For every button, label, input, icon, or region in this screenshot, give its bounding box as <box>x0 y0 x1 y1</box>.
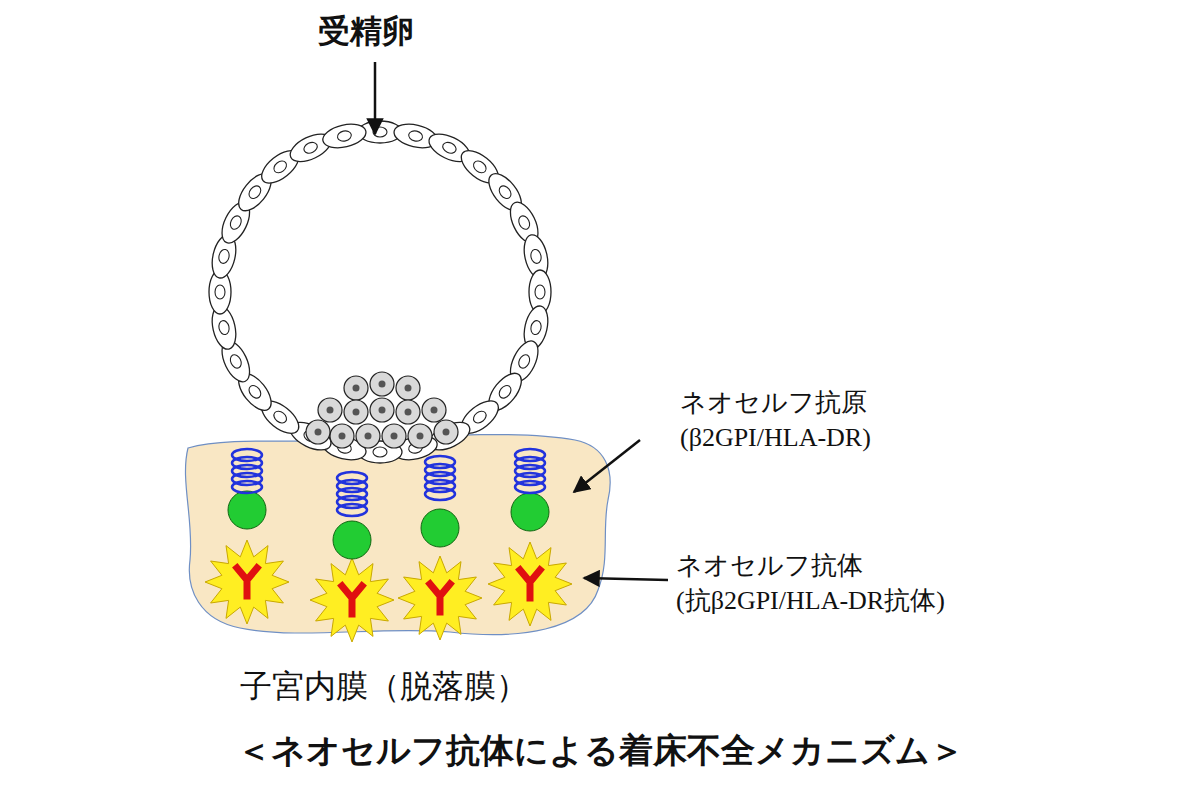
icm-nucleus <box>443 429 450 436</box>
antibody-burst <box>398 556 482 640</box>
icm-cell <box>344 376 368 400</box>
antigen-label: ネオセルフ抗原 (β2GPI/HLA-DR) <box>680 385 915 455</box>
cell-nucleus <box>535 285 545 299</box>
icm-nucleus <box>405 385 412 392</box>
antigen-circle <box>228 491 266 529</box>
cell-nucleus <box>471 159 488 176</box>
icm-cell <box>330 424 354 448</box>
receptor-group <box>205 449 572 642</box>
embryo-label: 受精卵 <box>318 10 414 53</box>
icm-nucleus <box>417 433 424 440</box>
cell-nucleus <box>247 383 264 400</box>
cell-nucleus <box>228 214 243 231</box>
antibody-y <box>342 586 362 614</box>
antigen-circle <box>511 493 549 531</box>
coil-loop <box>232 481 262 493</box>
cell-nucleus <box>272 409 289 426</box>
icm-cell <box>356 424 380 448</box>
icm-nucleus <box>315 429 322 436</box>
icm-cell <box>306 420 330 444</box>
cell-nucleus <box>336 130 352 143</box>
coil-loop <box>425 488 455 500</box>
cell-nucleus <box>471 409 488 426</box>
icm-nucleus <box>379 381 386 388</box>
cell-nucleus <box>408 130 424 143</box>
icm-cell <box>422 398 446 422</box>
cell-nucleus <box>228 353 243 370</box>
icm-nucleus <box>405 409 412 416</box>
icm-nucleus <box>365 433 372 440</box>
leader-arrow <box>374 62 377 134</box>
coil-loop <box>337 504 367 516</box>
antibody-burst <box>310 558 394 642</box>
coil-loop <box>515 481 545 493</box>
blastocyst-cavity <box>220 132 540 452</box>
endometrium-tissue <box>185 435 610 635</box>
antibody-burst <box>488 542 572 626</box>
icm-cell <box>344 400 368 424</box>
icm-nucleus <box>339 433 346 440</box>
endometrium-label: 子宮内膜（脱落膜） <box>240 665 528 708</box>
antigen-circle <box>333 521 371 559</box>
icm-cell <box>396 376 420 400</box>
icm-cell <box>434 420 458 444</box>
icm-cell <box>408 424 432 448</box>
icm-nucleus <box>353 409 360 416</box>
cell-nucleus <box>215 285 225 299</box>
caption: ＜ネオセルフ抗体による着床不全メカニズム＞ <box>237 728 964 774</box>
antibody-label: ネオセルフ抗体 (抗β2GPI/HLA-DR抗体) <box>676 548 1001 618</box>
cell-nucleus <box>497 383 514 400</box>
leader-arrow <box>584 578 668 580</box>
icm-cell <box>396 400 420 424</box>
cell-body <box>320 120 368 151</box>
antigen-circle <box>421 509 459 547</box>
icm-cell <box>382 424 406 448</box>
antibody-y <box>520 570 540 598</box>
antibody-y <box>237 568 257 596</box>
inner-cell-mass <box>306 372 458 448</box>
cell-nucleus <box>530 320 543 336</box>
icm-nucleus <box>431 407 438 414</box>
antibody-y <box>430 584 450 612</box>
icm-nucleus <box>379 407 386 414</box>
cell-nucleus <box>272 159 289 176</box>
cell-nucleus <box>218 248 231 264</box>
leader-arrow <box>574 440 640 492</box>
icm-nucleus <box>391 433 398 440</box>
cell-nucleus <box>530 248 543 264</box>
cell-nucleus <box>247 184 264 201</box>
icm-cell <box>318 398 342 422</box>
icm-nucleus <box>353 385 360 392</box>
cell-nucleus <box>373 447 387 457</box>
blastocyst-ring <box>208 120 551 463</box>
icm-nucleus <box>327 407 334 414</box>
antibody-burst <box>205 540 289 624</box>
icm-cell <box>370 372 394 396</box>
icm-cell <box>370 398 394 422</box>
trophoblast-cell <box>320 120 368 151</box>
cell-nucleus <box>517 353 532 370</box>
cell-nucleus <box>517 214 532 231</box>
cell-nucleus <box>218 320 231 336</box>
cell-nucleus <box>441 140 458 155</box>
cell-nucleus <box>497 184 514 201</box>
cell-nucleus <box>302 140 319 155</box>
